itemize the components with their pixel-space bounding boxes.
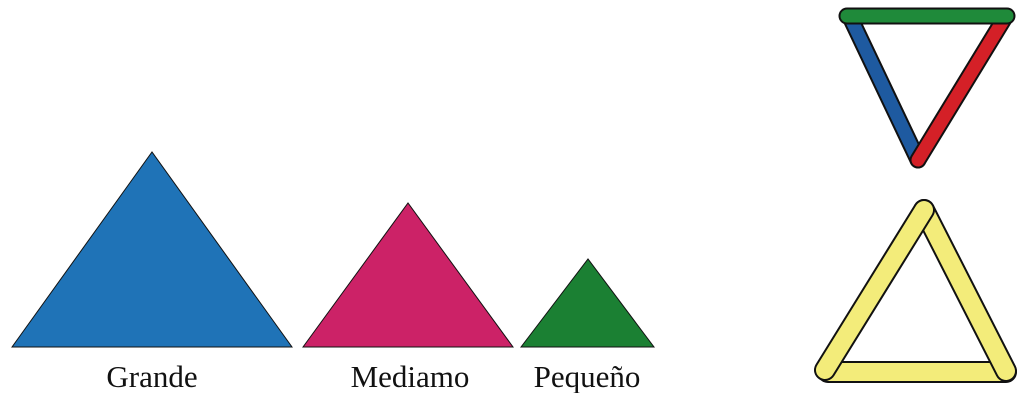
red-stick (918, 19, 1004, 160)
medium-triangle (303, 203, 513, 347)
label-large: Grande (106, 359, 197, 393)
colored-sticks-triangle (847, 16, 1007, 160)
label-medium: Mediamo (351, 359, 470, 393)
blue-stick (851, 19, 918, 160)
small-triangle (521, 259, 654, 347)
yellow-stick-right (924, 210, 1006, 371)
yellow-sticks-triangle (825, 210, 1006, 372)
yellow-stick-left (825, 210, 924, 370)
large-triangle (12, 152, 292, 347)
label-small: Pequeño (534, 359, 641, 393)
